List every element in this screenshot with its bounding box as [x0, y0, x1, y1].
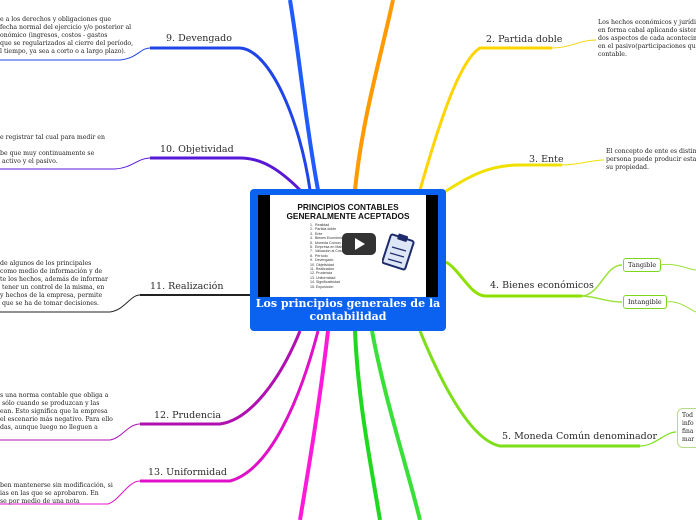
branch-realizacion[interactable]: 11. Realización [150, 281, 224, 292]
branch-uniformidad[interactable]: 13. Uniformidad [148, 467, 227, 478]
clipboard-icon [382, 231, 416, 271]
note-devengado: e a los derechos y obligaciones que fech… [0, 16, 133, 56]
branch-bienes[interactable]: 4. Bienes económicos [490, 280, 594, 291]
connector-devengado [150, 48, 310, 190]
connector-partida-doble [420, 48, 552, 190]
central-title: Los principios generales de la contabili… [254, 297, 442, 323]
connector-objetividad [150, 158, 300, 190]
central-topic[interactable]: PRINCIPIOS CONTABLES GENERALMENTE ACEPTA… [250, 189, 446, 331]
branch-partida-doble[interactable]: 2. Partida doble [486, 34, 562, 45]
note-partida-doble: Los hechos económicos y jurídicos en for… [598, 19, 696, 59]
connector-bottom-magenta [300, 331, 328, 520]
subnode-intangible[interactable]: Intangible [623, 295, 667, 309]
connector-top-orange [355, 0, 393, 190]
connector-bottom-green2 [372, 331, 420, 520]
note-ente: El concepto de ente es distinto d person… [606, 148, 696, 172]
thumbnail-title: PRINCIPIOS CONTABLES GENERALMENTE ACEPTA… [270, 203, 426, 221]
connector-tangible-out [660, 264, 696, 270]
connector-ente-note [562, 160, 604, 165]
connector-moneda [420, 331, 640, 446]
play-icon [355, 238, 365, 250]
note-uniformidad: ben mantenerse sin modificación, si ias … [0, 482, 113, 506]
video-thumbnail[interactable]: PRINCIPIOS CONTABLES GENERALMENTE ACEPTA… [258, 195, 438, 297]
note-prudencia: s una norma contable que obliga a sólo c… [0, 392, 113, 432]
connector-intangible [582, 296, 622, 302]
branch-prudencia[interactable]: 12. Prudencia [154, 410, 221, 421]
note-realizacion: de algunos de los principales como medio… [0, 260, 108, 308]
play-button[interactable] [342, 233, 376, 255]
branch-objetividad[interactable]: 10. Objetividad [160, 144, 234, 155]
thumbnail-list: 1. Realidad 2. Partida doble 3. Ente 4. … [310, 223, 347, 289]
note-objetividad: e registrar tal cual para medir en be qu… [0, 134, 105, 166]
branch-ente[interactable]: 3. Ente [529, 154, 564, 165]
branch-moneda[interactable]: 5. Moneda Común denominador [502, 431, 657, 442]
connector-ente [440, 165, 562, 195]
branch-devengado[interactable]: 9. Devengado [166, 33, 232, 44]
subnode-tangible[interactable]: Tangible [623, 258, 661, 272]
note-moneda: Tod info fina mar [677, 408, 696, 448]
connector-intangible-out [666, 302, 696, 312]
thumbnail-slide: PRINCIPIOS CONTABLES GENERALMENTE ACEPTA… [270, 195, 426, 297]
